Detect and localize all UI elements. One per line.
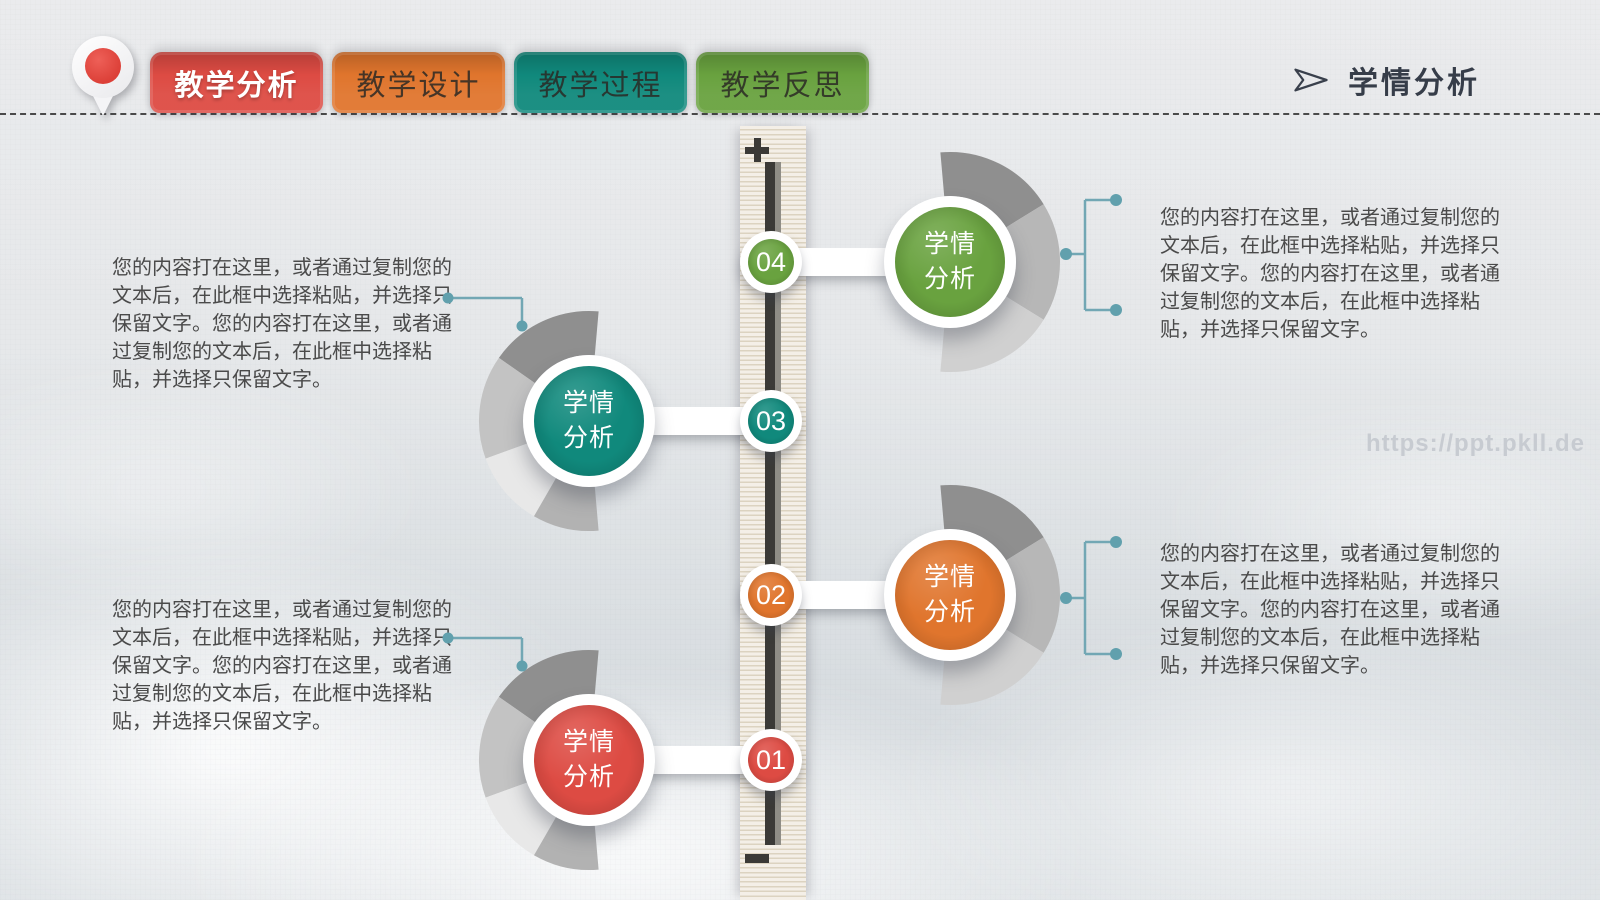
tab-teaching-reflection[interactable]: 教学反思 [696, 52, 869, 113]
plus-icon [741, 134, 773, 166]
tab-label: 教学过程 [538, 69, 663, 102]
minus-icon [745, 854, 769, 863]
topic-label: 学情分析 [923, 229, 976, 294]
note-text-top-left: 您的内容打在这里，或者通过复制您的文本后，在此框中选择粘贴，并选择只保留文字。您… [112, 257, 452, 391]
tab-teaching-design[interactable]: 教学设计 [332, 52, 505, 113]
tab-label: 教学反思 [720, 69, 845, 102]
header-divider [0, 113, 1600, 115]
topic-circle-02: 学情分析 [884, 529, 1016, 661]
milestone-number: 02 [748, 572, 794, 618]
topic-circle-01: 学情分析 [523, 694, 655, 826]
leader-bracket-bottom-right [1060, 536, 1122, 660]
pin-red-dot [85, 48, 121, 84]
timeline-track [765, 162, 781, 845]
arrow-icon [1294, 68, 1328, 92]
gray-arc-decoration [479, 310, 599, 532]
note-text-top-right: 您的内容打在这里，或者通过复制您的文本后，在此框中选择粘贴，并选择只保留文字。您… [1160, 207, 1500, 341]
topic-label: 学情分析 [562, 388, 615, 453]
milestone-number: 04 [748, 239, 794, 285]
leader-line-top-left [442, 292, 528, 332]
topic-circle-04: 学情分析 [884, 196, 1016, 328]
note-text-bottom-right: 您的内容打在这里，或者通过复制您的文本后，在此框中选择粘贴，并选择只保留文字。您… [1160, 543, 1500, 677]
topic-label: 学情分析 [923, 562, 976, 627]
topic-circle-fill: 学情分析 [895, 540, 1005, 650]
milestone-number: 03 [748, 398, 794, 444]
milestone-03: 03 [740, 390, 802, 452]
gray-arc-decoration [940, 151, 1060, 373]
cloud-decoration [0, 360, 440, 620]
milestone-02: 02 [740, 564, 802, 626]
location-pin-icon [72, 36, 138, 122]
tab-teaching-analysis[interactable]: 教学分析 [150, 52, 323, 113]
leader-bracket-top-right [1060, 194, 1122, 316]
milestone-number: 01 [748, 737, 794, 783]
note-text-bottom-left: 您的内容打在这里，或者通过复制您的文本后，在此框中选择粘贴，并选择只保留文字。您… [112, 599, 452, 733]
milestone-04: 04 [740, 231, 802, 293]
topic-circle-fill: 学情分析 [895, 207, 1005, 317]
leader-line-bottom-left [442, 632, 528, 672]
topic-circle-fill: 学情分析 [534, 366, 644, 476]
watermark: https://ppt.pkll.de [1366, 430, 1585, 457]
milestone-01: 01 [740, 729, 802, 791]
topic-circle-fill: 学情分析 [534, 705, 644, 815]
slide-title-text: 学情分析 [1348, 67, 1480, 100]
tab-label: 教学分析 [174, 69, 299, 102]
topic-label: 学情分析 [562, 727, 615, 792]
slide-title: 学情分析 [1292, 58, 1480, 102]
tab-label: 教学设计 [356, 69, 481, 102]
topic-circle-03: 学情分析 [523, 355, 655, 487]
tab-teaching-process[interactable]: 教学过程 [514, 52, 687, 113]
